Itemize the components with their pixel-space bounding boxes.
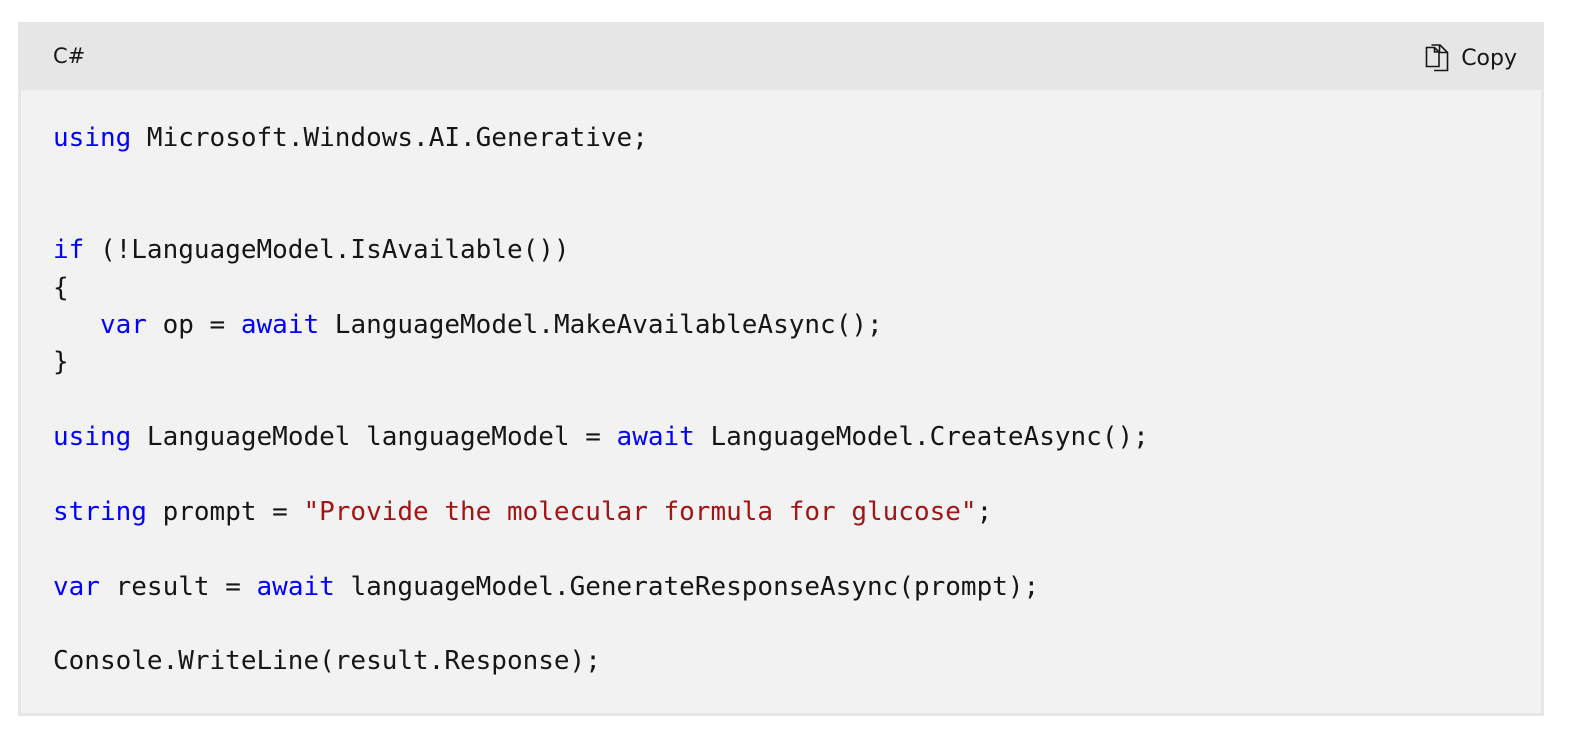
code-text: LanguageModel.CreateAsync(); bbox=[694, 422, 1149, 453]
code-line: { bbox=[53, 270, 1149, 307]
copy-label: Copy bbox=[1461, 45, 1517, 71]
code-text: } bbox=[53, 347, 69, 378]
copy-icon bbox=[1425, 44, 1449, 72]
keyword: await bbox=[256, 571, 335, 602]
code-line: Console.WriteLine(result.Response); bbox=[53, 643, 1149, 680]
code-header: C# Copy bbox=[21, 25, 1541, 90]
code-text: LanguageModel languageModel = bbox=[131, 422, 617, 453]
code-line: string prompt = "Provide the molecular f… bbox=[53, 494, 1149, 531]
string-literal: "Provide the molecular formula for gluco… bbox=[303, 496, 977, 527]
code-text: languageModel.GenerateResponseAsync(prom… bbox=[334, 571, 1040, 602]
code-line-empty bbox=[53, 457, 1149, 494]
code-line: var op = await LanguageModel.MakeAvailab… bbox=[53, 307, 1149, 344]
code-line: if (!LanguageModel.IsAvailable()) bbox=[53, 232, 1149, 269]
code-text: Microsoft.Windows.AI.Generative; bbox=[131, 123, 648, 153]
code-line-empty bbox=[53, 606, 1149, 643]
language-label: C# bbox=[53, 44, 86, 68]
keyword: using bbox=[53, 123, 132, 153]
code-line-empty bbox=[53, 195, 1149, 232]
keyword: string bbox=[53, 496, 147, 527]
code-text: LanguageModel.MakeAvailableAsync(); bbox=[319, 309, 883, 340]
code-line-empty bbox=[53, 157, 1149, 194]
code-line: using LanguageModel languageModel = awai… bbox=[53, 419, 1149, 456]
keyword: var bbox=[53, 571, 100, 602]
copy-button[interactable]: Copy bbox=[1425, 42, 1517, 74]
code-text: { bbox=[53, 272, 69, 303]
code-text: prompt = bbox=[146, 496, 304, 527]
code-line: } bbox=[53, 344, 1149, 381]
code-text: Console.WriteLine(result.Response); bbox=[53, 646, 601, 677]
code-line: var result = await languageModel.Generat… bbox=[53, 569, 1149, 606]
keyword: await bbox=[240, 309, 320, 340]
code-text: (!LanguageModel.IsAvailable()) bbox=[84, 235, 570, 266]
code-block: C# Copy using Microsoft.Windows.AI.Gener… bbox=[18, 22, 1544, 716]
keyword: if bbox=[53, 235, 85, 266]
keyword: var bbox=[99, 309, 147, 340]
code-line-empty bbox=[53, 531, 1149, 568]
code-line: using Microsoft.Windows.AI.Generative; bbox=[53, 120, 1149, 157]
code-indent bbox=[53, 310, 100, 340]
keyword: await bbox=[616, 422, 695, 453]
code-body: using Microsoft.Windows.AI.Generative; if… bbox=[53, 120, 1149, 681]
code-line-empty bbox=[53, 382, 1149, 419]
keyword: using bbox=[53, 422, 132, 453]
code-text: ; bbox=[976, 496, 993, 527]
code-text: op = bbox=[146, 309, 241, 340]
code-text: result = bbox=[99, 571, 257, 602]
